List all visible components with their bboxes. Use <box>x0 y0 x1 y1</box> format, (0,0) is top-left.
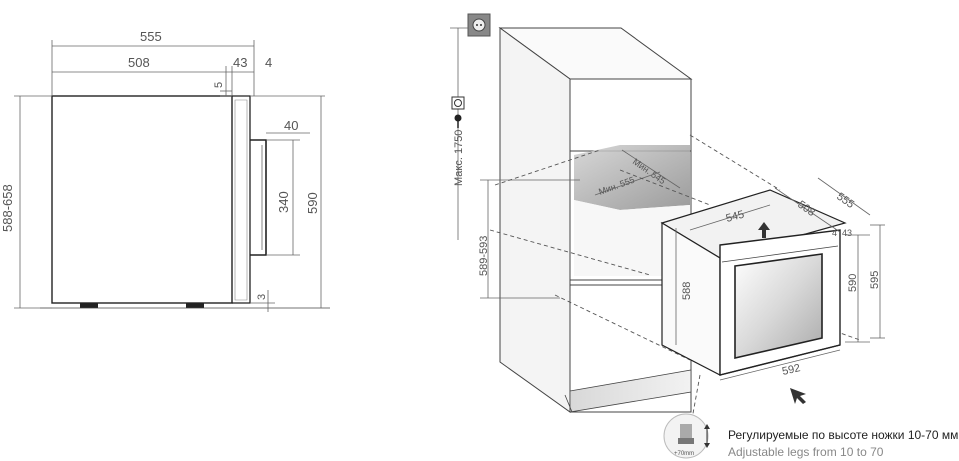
installation-view: Мин. 545 Мин. 555 Макс. 1750 589-593 <box>450 13 885 459</box>
dim-niche-height: 589-593 <box>478 236 490 276</box>
dim-width-door: 43 <box>233 55 247 70</box>
dim-width-total: 555 <box>140 29 162 44</box>
dim-top-gap: 5 <box>213 82 225 88</box>
legs-note-ru: Регулируемые по высоте ножки 10-70 мм <box>728 428 959 442</box>
dim-niche-height: 588-658 <box>0 184 15 232</box>
socket-icon <box>467 13 491 37</box>
handle-profile <box>250 139 267 256</box>
leg-range-label: +70mm <box>674 451 694 457</box>
dim-front-width: 592 <box>781 362 802 378</box>
up-arrow-icon <box>758 222 770 238</box>
dim-door-gap: 4 <box>832 228 837 238</box>
appliance-side-body <box>51 95 233 304</box>
front-foot <box>80 303 98 308</box>
side-view: 555 508 43 4 5 588-658 40 340 590 3 <box>0 29 330 312</box>
glass-door <box>734 253 823 360</box>
dim-handle-offset: 40 <box>284 118 298 133</box>
adjustable-leg-detail: +70mm <box>663 413 710 459</box>
plug-icon <box>454 114 462 128</box>
dim-bottom-gap: 3 <box>256 294 268 300</box>
dim-total-height: 590 <box>305 192 320 214</box>
dim-width-body: 508 <box>128 55 150 70</box>
dim-max-socket-height: Макс. 1750 <box>453 130 465 186</box>
dim-handle-length: 340 <box>276 191 291 213</box>
dim-unit-width-top: 545 <box>725 209 746 225</box>
push-arrow-icon <box>790 388 806 404</box>
dim-unit-total-depth: 555 <box>834 191 856 211</box>
leg-height-arrow-icon <box>704 424 710 448</box>
door-profile <box>232 95 251 304</box>
dim-door-thickness: 43 <box>842 228 852 238</box>
wine-cooler <box>660 189 847 404</box>
tall-cabinet <box>498 27 693 413</box>
dim-door-height: 590 <box>847 274 859 292</box>
dim-width-gap: 4 <box>265 55 272 70</box>
legs-note-en: Adjustable legs from 10 to 70 <box>728 445 884 459</box>
dim-total-height: 595 <box>869 271 881 289</box>
rear-foot <box>186 303 204 308</box>
dim-unit-height: 588 <box>681 282 693 300</box>
